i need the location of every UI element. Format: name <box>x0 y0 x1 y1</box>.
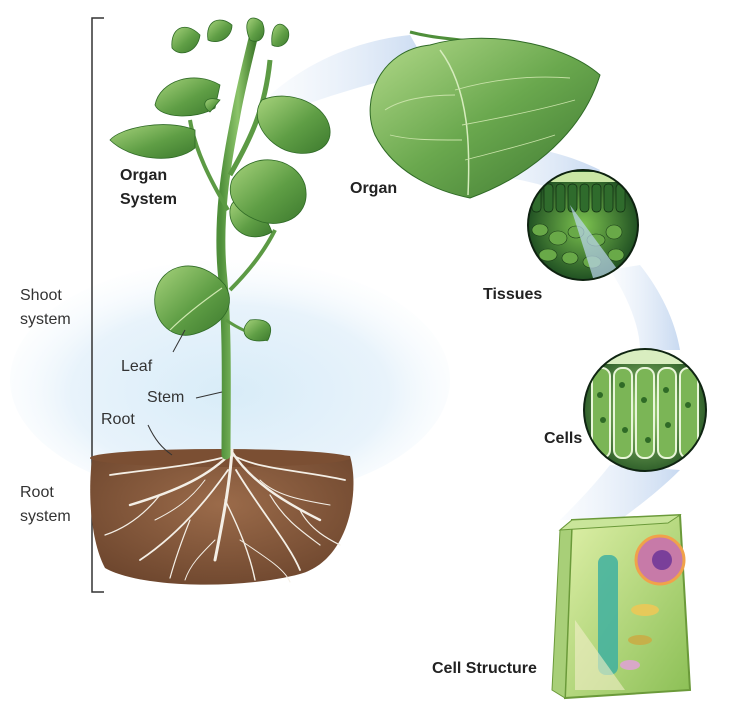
label-line: System <box>120 191 177 208</box>
label-line: system <box>20 311 71 328</box>
label-leaf: Leaf <box>121 358 153 375</box>
flow-path-cells-to-cell-structure <box>560 465 680 520</box>
label-line: Root <box>20 484 54 501</box>
leaf-left-mid <box>110 125 195 159</box>
label-line: Organ <box>120 167 167 184</box>
label-cells: Cells <box>544 430 582 447</box>
cells-circle <box>583 348 707 472</box>
label-root-system: Root system <box>20 484 71 525</box>
cell-structure <box>552 515 690 698</box>
label-tissues: Tissues <box>483 286 542 303</box>
leaf-top-left <box>172 27 200 53</box>
label-stem: Stem <box>147 389 184 406</box>
label-root: Root <box>101 411 135 428</box>
flow-path-tissues-to-cells <box>610 265 680 350</box>
leaf-top-mid <box>208 20 232 42</box>
label-line: system <box>20 508 71 525</box>
label-line: Shoot <box>20 287 62 304</box>
leaf-mid-small <box>205 99 220 112</box>
label-cell-structure: Cell Structure <box>432 660 537 677</box>
leaf-small-right <box>244 320 271 341</box>
label-organ-system: OrganSystem <box>120 167 177 208</box>
leaf-upper-right <box>257 96 330 153</box>
leaf-top-far-right <box>272 24 289 46</box>
label-organ: Organ <box>350 180 397 197</box>
leaf-top-right <box>247 18 264 41</box>
